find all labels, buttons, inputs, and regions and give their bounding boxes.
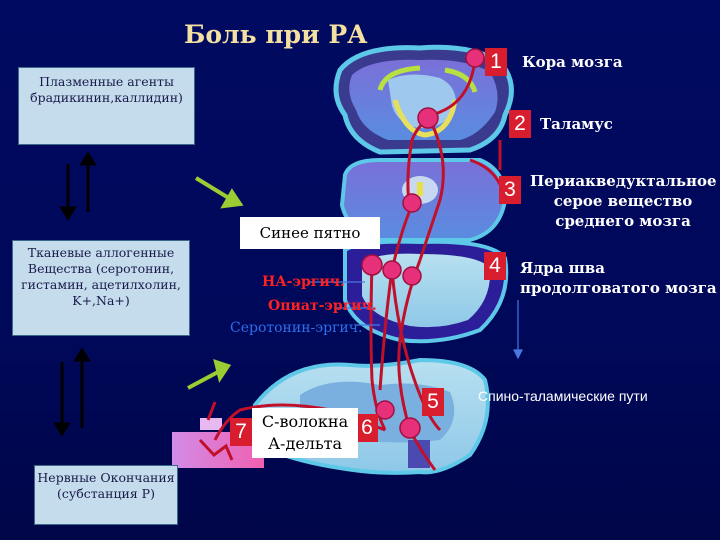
number-1: 1	[490, 50, 502, 73]
label-cortex: Кора мозга	[522, 53, 623, 71]
label-spinothalamic: Спино-таламические пути	[478, 388, 648, 404]
exchange-arrows	[53, 151, 97, 437]
fibers-label: С-волокна А-дельта	[252, 408, 358, 458]
tissue-substances-box: Тканевые аллогенные Вещества (серотонин,…	[12, 240, 190, 336]
number-7: 7	[235, 420, 247, 443]
nerve-endings-box: Нервные Окончания (субстанция Р)	[34, 465, 178, 525]
label-periaqueductal: Периакведуктальное серое вещество средне…	[530, 172, 716, 230]
label-thalamus: Таламус	[540, 115, 613, 133]
slide-title: Боль при РА	[184, 20, 368, 49]
number-5: 5	[427, 390, 439, 413]
neuron-bodies	[361, 48, 485, 439]
opiate-ergic-label: Опиат-эргич.	[268, 298, 377, 314]
green-arrows	[187, 176, 244, 390]
number-2: 2	[514, 112, 526, 135]
cortex-section	[333, 44, 514, 155]
plasma-agents-box: Плазменные агенты брадикинин,каллидин)	[18, 67, 195, 145]
serotonin-ergic-label: Серотонин-эргич.	[230, 320, 363, 336]
number-markers	[230, 48, 531, 446]
label-raphe: Ядра шва продолговатого мозга	[520, 259, 717, 297]
na-ergic-label: НА-эргич.	[262, 274, 345, 290]
number-3: 3	[504, 178, 516, 201]
locus-coeruleus-label: Синее пятно	[240, 217, 380, 249]
number-6: 6	[361, 416, 373, 439]
number-4: 4	[489, 254, 501, 277]
